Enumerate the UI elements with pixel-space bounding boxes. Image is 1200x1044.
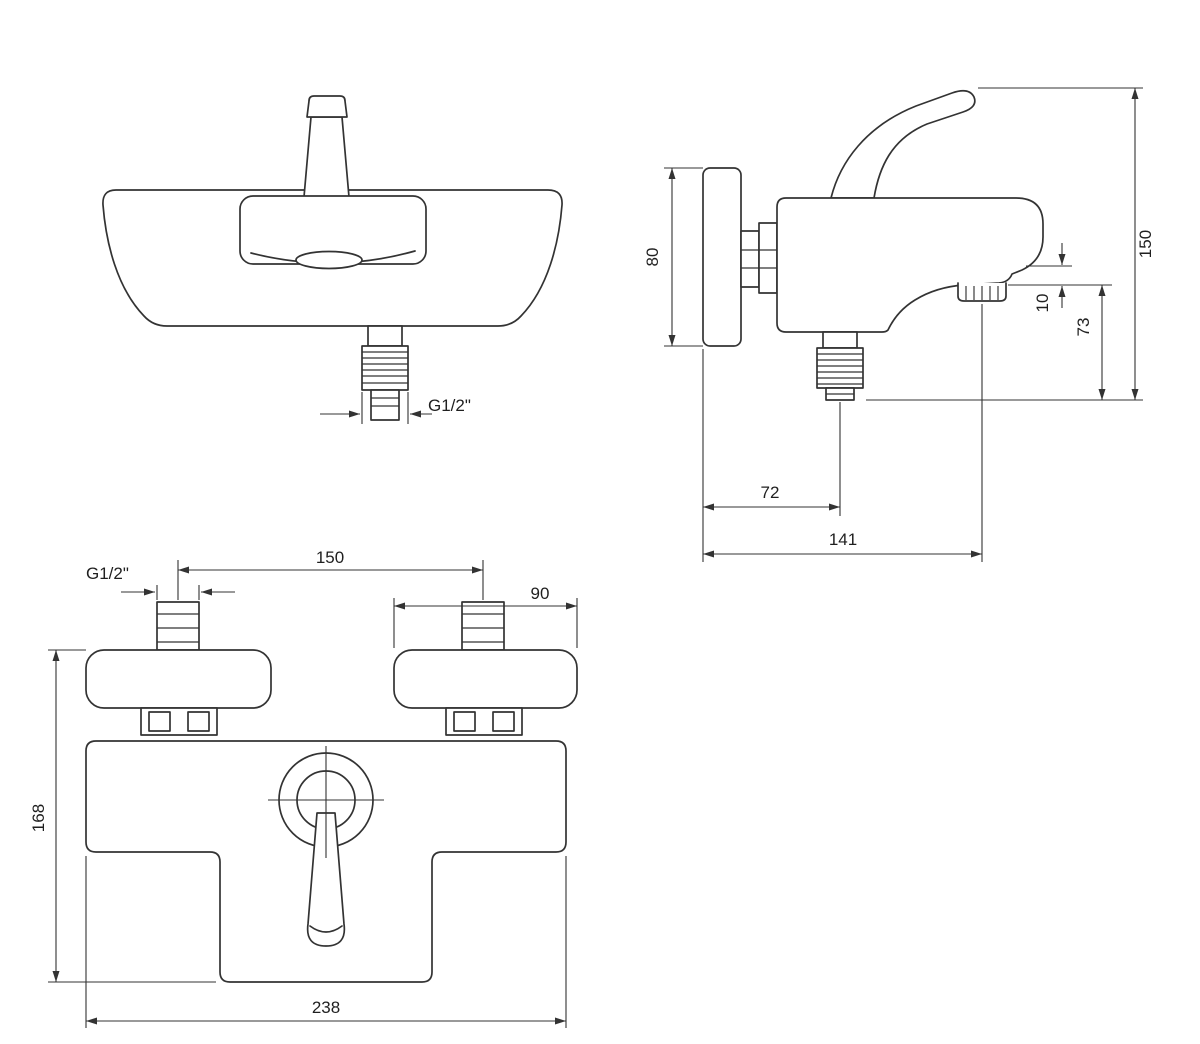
- dim-label-spout-drop: 10: [1033, 294, 1052, 313]
- handle-lever-cap-arc: [309, 925, 343, 933]
- mixer-body-side: [776, 197, 1044, 333]
- wall-plate: [702, 167, 742, 347]
- dim-label-spout-to-outlet: 73: [1074, 318, 1093, 337]
- wall-flange-right: [393, 649, 578, 709]
- front-view: G1/2": [102, 95, 563, 424]
- outlet-thread-lines-front: [362, 351, 408, 384]
- inlet-connector-right-lines: [462, 613, 504, 643]
- outlet-thread-lines-side: [817, 353, 863, 385]
- extension-lines: [664, 167, 703, 347]
- dim-spout-to-outlet: 73: [1074, 285, 1106, 400]
- side-view: 80 150 10 73 72 141: [643, 87, 1155, 562]
- dim-label-bottom-thread: G1/2": [86, 564, 129, 583]
- dim-front-thread: G1/2": [320, 392, 471, 424]
- dim-inlet-spacing: 150: [177, 548, 484, 600]
- dim-wall-to-spout: 141: [703, 304, 983, 562]
- extension-lines: [1008, 265, 1112, 286]
- spout-outlet-hatch: [965, 286, 999, 300]
- hub-centerlines: [268, 746, 384, 858]
- mounting-nut-lines: [741, 249, 777, 269]
- inlet-connector-left: [156, 601, 200, 651]
- spout-opening-front: [295, 250, 363, 270]
- dim-label-wall-to-spout: 141: [829, 530, 857, 549]
- dim-bottom-thread: G1/2": [86, 564, 235, 600]
- outlet-tip-lines-front: [371, 397, 399, 407]
- outlet-neck-side: [822, 331, 858, 349]
- extension-lines: [361, 392, 409, 424]
- dim-label-front-thread: G1/2": [428, 396, 471, 415]
- handle-cap-front: [306, 95, 348, 118]
- mounting-tab-left-slot-2: [187, 711, 210, 732]
- dim-label-wall-to-outlet: 72: [761, 483, 780, 502]
- dim-label-overall-height: 150: [1136, 230, 1155, 258]
- dim-flange-width: 90: [393, 584, 578, 648]
- dim-label-overall-width: 238: [312, 998, 340, 1017]
- handle-lever-side: [830, 89, 976, 199]
- inlet-connector-right: [461, 601, 505, 651]
- dim-label-flange-width: 90: [531, 584, 550, 603]
- extension-lines: [702, 349, 841, 562]
- dim-overall-height: 150: [866, 87, 1155, 401]
- mounting-nut-inner: [740, 230, 760, 288]
- wall-flange-left: [85, 649, 272, 709]
- bottom-view: G1/2" 150 90 168 238: [29, 548, 578, 1028]
- extension-lines: [85, 856, 567, 1028]
- dim-label-inlet-spacing: 150: [316, 548, 344, 567]
- outlet-neck-front: [367, 325, 403, 347]
- outlet-tip-front: [370, 389, 400, 421]
- mounting-tab-left-slot-1: [148, 711, 171, 732]
- dim-wall-to-outlet: 72: [702, 349, 841, 562]
- dim-body-depth: 168: [29, 649, 216, 983]
- handle-lever-front: [303, 116, 350, 198]
- mounting-nut-outer: [758, 222, 778, 294]
- dim-overall-width: 238: [85, 856, 567, 1028]
- inlet-connector-left-lines: [157, 613, 199, 643]
- dim-plate-height: 80: [643, 167, 703, 347]
- outlet-threads-side: [816, 347, 864, 389]
- dim-label-plate-height: 80: [643, 248, 662, 267]
- handle-lever-bottom: [306, 812, 346, 947]
- extension-lines: [156, 585, 200, 600]
- dim-spout-drop: 10: [1008, 243, 1112, 312]
- mounting-tab-right-slot-2: [492, 711, 515, 732]
- extension-lines: [866, 87, 1143, 401]
- mounting-tab-right-slot-1: [453, 711, 476, 732]
- dim-label-body-depth: 168: [29, 804, 48, 832]
